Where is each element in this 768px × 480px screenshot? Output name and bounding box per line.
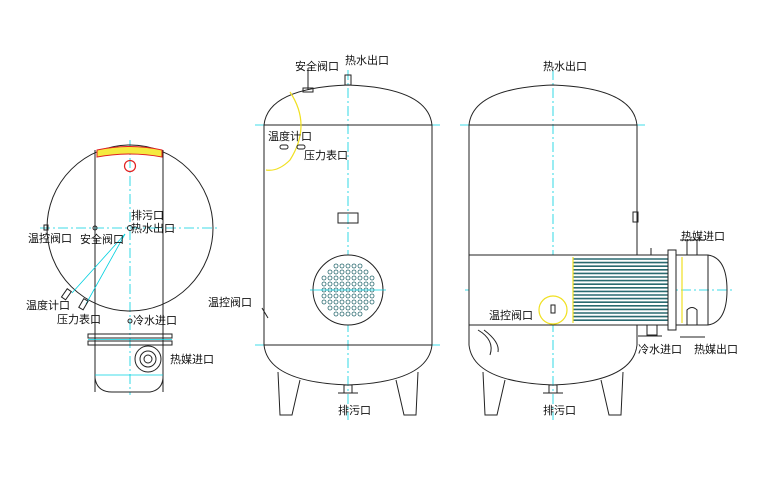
tube-hole <box>357 299 363 305</box>
heat-medium-inlet-flange <box>134 345 162 373</box>
tube-hole <box>363 299 369 305</box>
tube-hole <box>345 305 351 311</box>
tube-hole <box>339 293 345 299</box>
tube-hole <box>363 269 369 275</box>
tube-hole <box>345 293 351 299</box>
tube-hole <box>321 293 327 299</box>
label-safety-valve: 安全阀口 <box>295 60 339 73</box>
tube-hole <box>357 281 363 287</box>
side-elevation-view <box>460 70 735 420</box>
left-end-view <box>40 140 218 395</box>
tube-hole <box>339 305 345 311</box>
tube-hole <box>327 281 333 287</box>
tube-hole <box>369 299 375 305</box>
vessel-shell-circle <box>46 144 214 312</box>
tube-hole <box>357 269 363 275</box>
top-saddle <box>96 146 163 158</box>
tube-hole <box>357 263 363 269</box>
label-temp-control-valve: 温控阀口 <box>28 232 72 245</box>
label-heat-medium-outlet: 热媒出口 <box>694 343 738 356</box>
tube-hole <box>369 281 375 287</box>
tube-hole <box>345 299 351 305</box>
tube-hole <box>363 275 369 281</box>
tube-hole <box>333 305 339 311</box>
label-drain: 排污口 <box>131 209 164 222</box>
tube-hole <box>357 293 363 299</box>
tube-hole <box>363 305 369 311</box>
tube-hole <box>345 311 351 317</box>
tube-hole <box>339 311 345 317</box>
tube-hole <box>351 269 357 275</box>
vessel-shell-right <box>468 84 638 386</box>
tube-hole <box>369 275 375 281</box>
tube-hole <box>321 275 327 281</box>
red-nozzle-icon <box>123 159 137 173</box>
label-heat-medium-inlet: 热媒进口 <box>681 230 725 243</box>
tube-hole <box>321 299 327 305</box>
label-pressure-gauge: 压力表口 <box>57 313 101 326</box>
tube-hole <box>351 263 357 269</box>
tube-hole <box>333 299 339 305</box>
label-thermometer: 温度计口 <box>268 130 312 143</box>
tube-hole <box>327 275 333 281</box>
tube-hole <box>327 299 333 305</box>
tube-hole <box>345 275 351 281</box>
tube-hole <box>357 275 363 281</box>
tube-hole <box>333 275 339 281</box>
label-thermometer: 温度计口 <box>26 299 70 312</box>
label-temp-control-valve: 温控阀口 <box>208 296 252 309</box>
tube-hole <box>333 311 339 317</box>
tube-hole <box>345 281 351 287</box>
tube-hole <box>339 275 345 281</box>
tube-hole <box>345 269 351 275</box>
label-hot-water-outlet: 热水出口 <box>543 60 587 73</box>
tube-hole <box>351 299 357 305</box>
tube-hole <box>351 293 357 299</box>
tube-hole <box>339 281 345 287</box>
tube-hole <box>339 299 345 305</box>
tube-hole <box>357 305 363 311</box>
label-cold-water-inlet: 冷水进口 <box>638 343 682 356</box>
label-cold-water-inlet: 冷水进口 <box>133 314 177 327</box>
tube-hole <box>345 263 351 269</box>
tube-hole <box>333 263 339 269</box>
tube-hole <box>339 269 345 275</box>
tube-hole <box>363 293 369 299</box>
label-drain: 排污口 <box>543 404 576 417</box>
label-pressure-gauge: 压力表口 <box>304 149 348 162</box>
tube-hole <box>327 269 333 275</box>
tube-hole <box>351 281 357 287</box>
tube-hole <box>333 281 339 287</box>
tube-hole <box>333 293 339 299</box>
label-temp-control-valve: 温控阀口 <box>489 309 533 322</box>
label-heat-medium-inlet: 热媒进口 <box>170 353 214 366</box>
label-drain: 排污口 <box>338 404 371 417</box>
tube-hole <box>369 293 375 299</box>
tube-hole <box>339 263 345 269</box>
tube-hole <box>351 305 357 311</box>
tube-hole <box>351 311 357 317</box>
tube-hole <box>321 281 327 287</box>
tube-hole <box>327 293 333 299</box>
front-elevation-view <box>255 68 440 420</box>
tube-hole <box>357 311 363 317</box>
tube-hole <box>363 281 369 287</box>
label-safety-valve: 安全阀口 <box>80 233 124 246</box>
tube-hole <box>351 275 357 281</box>
tube-hole <box>327 305 333 311</box>
label-hot-water-outlet: 热水出口 <box>345 54 389 67</box>
tube-hole <box>333 269 339 275</box>
label-hot-water-outlet: 热水出口 <box>131 222 175 235</box>
